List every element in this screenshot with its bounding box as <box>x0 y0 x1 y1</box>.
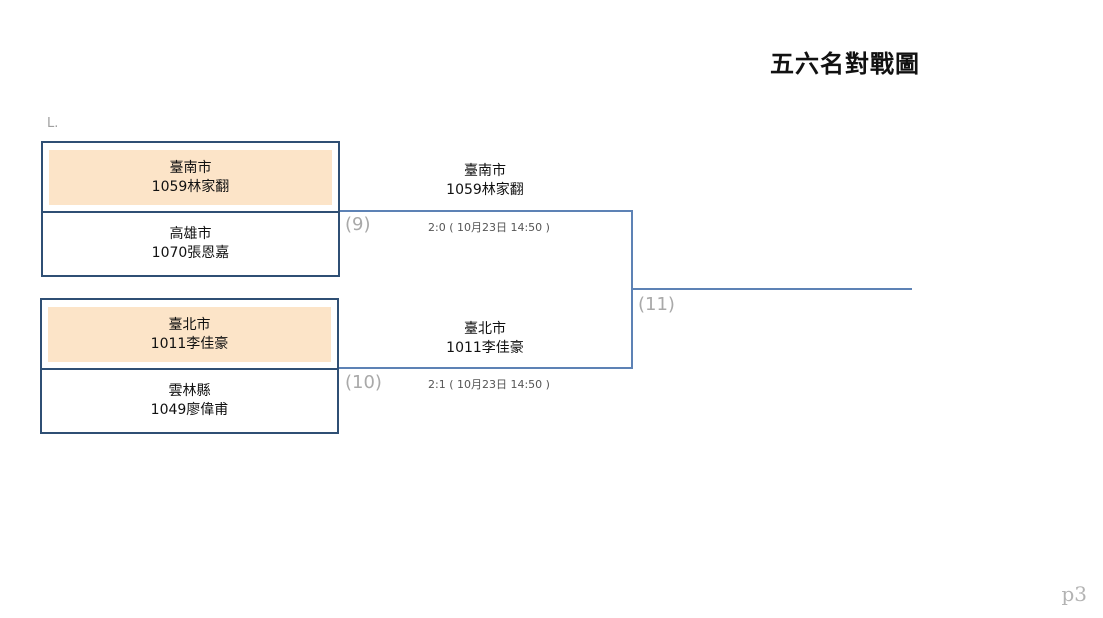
match-10-score: 2:1 ( 10月23日 14:50 ) <box>428 378 550 391</box>
match-10-bottom-slot: 雲林縣 1049廖偉甫 <box>42 370 337 432</box>
match-9-result: 臺南市 1059林家翻 <box>425 162 545 200</box>
winner-city: 臺北市 <box>464 321 506 337</box>
player-city: 雲林縣 <box>168 383 211 399</box>
slot-divider <box>42 368 337 370</box>
match-9-winner-line <box>340 210 633 212</box>
slot-divider <box>43 211 338 213</box>
player-city: 高雄市 <box>169 226 212 242</box>
match-9-bottom-slot: 高雄市 1070張恩嘉 <box>43 213 338 275</box>
match-10-box: 臺北市 1011李佳豪 雲林縣 1049廖偉甫 <box>40 298 339 434</box>
match-10-winner-line <box>339 367 633 369</box>
match-9-number: (9) <box>345 214 371 235</box>
bracket-label: L. <box>47 116 59 131</box>
winner-highlight <box>49 150 332 205</box>
winner-highlight <box>48 307 331 362</box>
player-name: 1011李佳豪 <box>150 335 229 352</box>
match-9-score: 2:0 ( 10月23日 14:50 ) <box>428 221 550 234</box>
player-city: 臺北市 <box>168 316 211 333</box>
winner-city: 臺南市 <box>464 163 506 179</box>
match-11-number: (11) <box>638 294 675 315</box>
match-9-top-slot: 臺南市 1059林家翻 <box>43 143 338 212</box>
winner-name: 1011李佳豪 <box>446 340 524 356</box>
page-number: p3 <box>1061 582 1087 606</box>
winner-name: 1059林家翻 <box>446 182 524 198</box>
player-name: 1049廖偉甫 <box>150 402 229 418</box>
bracket-vertical-line <box>631 210 633 369</box>
match-10-number: (10) <box>345 372 382 393</box>
match-10-top-slot: 臺北市 1011李佳豪 <box>42 300 337 369</box>
player-city: 臺南市 <box>169 159 212 176</box>
match-9-box: 臺南市 1059林家翻 高雄市 1070張恩嘉 <box>41 141 340 277</box>
player-name: 1059林家翻 <box>151 178 230 195</box>
match-10-result: 臺北市 1011李佳豪 <box>425 320 545 358</box>
final-line <box>633 288 912 290</box>
page-title: 五六名對戰圖 <box>770 50 920 78</box>
player-name: 1070張恩嘉 <box>151 245 230 261</box>
